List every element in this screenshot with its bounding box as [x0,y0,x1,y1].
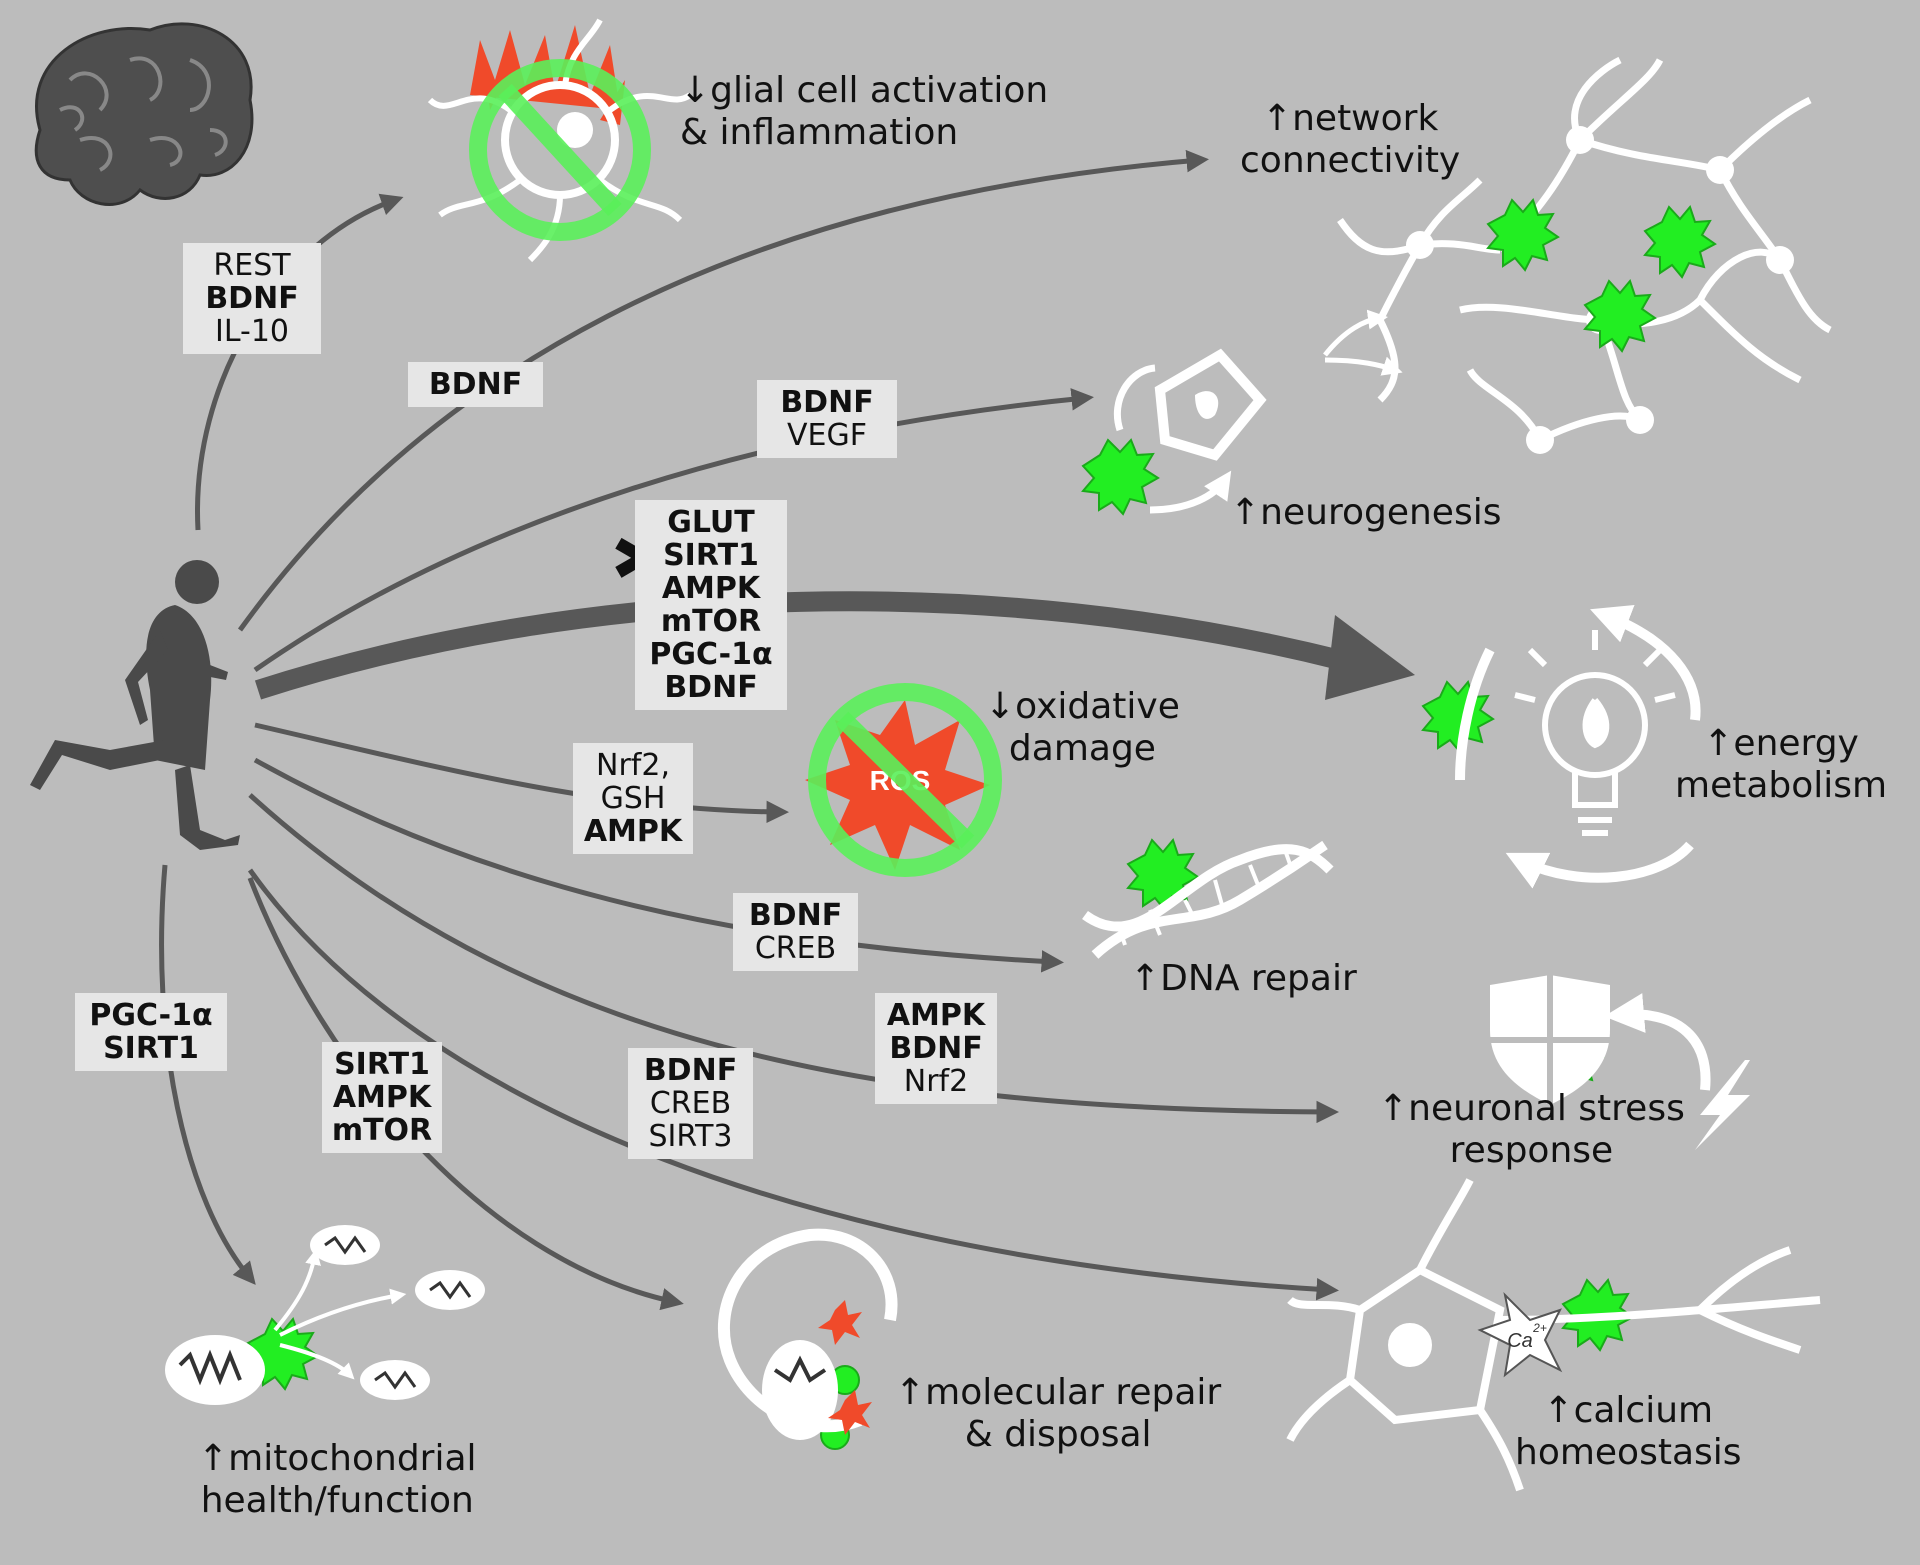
mediator-calcium-1: CREB [649,1086,732,1121]
neuron-bodies [1406,126,1794,454]
mediator-neurogenesis-0: BDNF [780,385,874,420]
outcome-glia: ↓glial cell activation& inflammation [680,70,1048,154]
arrow-neurogenesis [253,388,1094,673]
glial-cell-icon [427,18,692,263]
arrow-stress [248,793,1339,1124]
calcium-ion-icon: Ca 2+ [1477,1291,1563,1378]
outcome-stress-line-1: response [1449,1130,1614,1171]
green-badges [246,197,1717,1450]
mediator-repair-2: mTOR [331,1113,433,1148]
arrow-oxidative [254,722,789,824]
outcome-neurogenesis: ↑neurogenesis [1230,492,1501,534]
outcome-glia-line-1: & inflammation [680,112,959,153]
calcium-charge: 2+ [1532,1321,1547,1335]
arrow-energy-head [1325,615,1415,700]
autophagy-icon [717,1228,898,1440]
mediator-energy-5: BDNF [664,670,758,705]
mediator-dna-1: CREB [754,931,837,966]
arrow-mito [159,864,256,1285]
arrow-connectivity [237,149,1209,632]
neurogenesis-icon [1113,309,1403,514]
stress-arrow [1604,993,1711,1091]
brain-icon [34,22,254,206]
mediator-neurogenesis-1: VEGF [787,418,867,453]
arrow-dna [253,757,1064,973]
mediator-repair-1: AMPK [332,1080,432,1115]
mediator-connectivity-0: BDNF [428,367,523,402]
badge-neurogenesis [1081,438,1160,516]
mediator-stress-1: BDNF [889,1031,983,1066]
outcome-mito-line-0: ↑mitochondrial [198,1438,477,1479]
badge-connectivity-1 [1486,197,1560,272]
outcome-oxidative-line-1: damage [1008,728,1156,769]
outcome-repair-line-1: & disposal [964,1414,1152,1455]
outcome-dna-line-0: ↑DNA repair [1130,958,1357,999]
mediator-glia-2: IL-10 [214,314,290,349]
outcome-connectivity-line-1: connectivity [1240,140,1461,181]
mediator-energy-4: PGC-1α [649,637,773,672]
mediator-energy-3: mTOR [660,604,762,639]
outcome-energy-line-0: ↑energy [1703,723,1859,764]
badge-connectivity-3 [1583,278,1657,353]
mediator-stress-0: AMPK [886,998,986,1033]
calcium-symbol: Ca [1507,1330,1533,1352]
lightning-icon [1695,1060,1750,1150]
arrow-energy [254,591,1343,700]
mediator-oxidative-1: GSH [600,781,666,816]
outcome-repair-line-0: ↑molecular repair [895,1372,1222,1413]
outcome-calcium-line-0: ↑calcium [1543,1390,1714,1431]
mediator-oxidative-0: Nrf2, [596,748,670,783]
mediator-energy-1: SIRT1 [663,538,759,573]
label-box-connectivity: BDNF [408,362,543,407]
outcome-repair: ↑molecular repair& disposal [895,1372,1221,1456]
mediator-glia-1: BDNF [205,281,299,316]
badge-dna [1126,837,1200,912]
outcome-connectivity-line-0: ↑network [1261,98,1439,139]
mediator-mito-0: PGC-1α [89,998,213,1033]
lightbulb-icon [1455,604,1701,889]
outcome-mito-line-1: health/function [200,1480,474,1521]
outcome-glia-line-0: ↓glial cell activation [680,70,1049,111]
outcome-dna: ↑DNA repair [1130,958,1357,1000]
mediator-dna-0: BDNF [748,898,843,933]
mediator-energy-0: GLUT [667,505,755,540]
outcome-oxidative-line-0: ↓oxidative [985,686,1180,727]
ros-icon: ROS [805,683,1002,877]
runner-icon [30,560,240,850]
outcome-calcium-line-1: homeostasis [1515,1432,1742,1473]
outcome-neurogenesis-line-0: ↑neurogenesis [1230,492,1502,533]
mediator-repair-0: SIRT1 [334,1047,430,1082]
dna-icon [1082,840,1334,959]
shield-icon [1490,975,1610,1105]
mediator-energy-2: AMPK [661,571,761,606]
mediator-glia-0: REST [213,248,291,283]
mediator-calcium-0: BDNF [643,1053,738,1088]
mediator-oxidative-2: AMPK [583,814,683,849]
mitochondria-icon [165,1225,485,1405]
badge-connectivity-2 [1643,204,1717,279]
mediator-mito-1: SIRT1 [103,1031,199,1066]
outcome-energy-line-1: metabolism [1675,765,1888,806]
calcium-neuron-icon [1286,1178,1821,1492]
mediator-calcium-2: SIRT3 [648,1119,733,1154]
mediator-stress-2: Nrf2 [903,1064,969,1099]
outcome-stress-line-0: ↑neuronal stress [1378,1088,1685,1129]
